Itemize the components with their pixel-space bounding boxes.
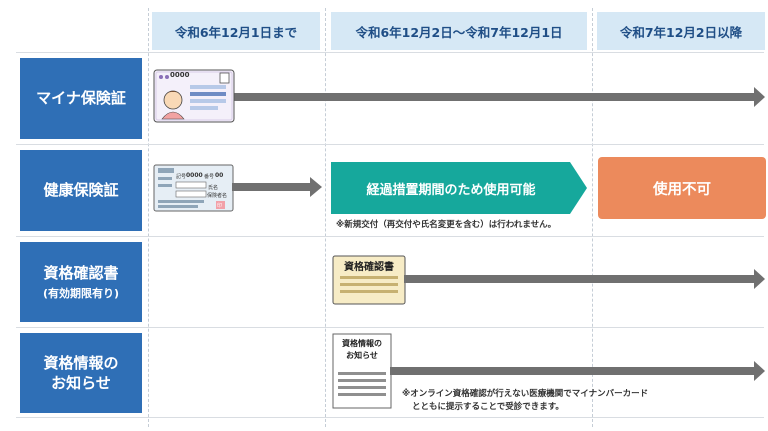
row-label-text: 健康保険証: [43, 181, 119, 200]
note-notice-line1: ※オンライン資格確認が行えない医療機関でマイナンバーカード: [402, 389, 649, 399]
arrow-eligibility-row: [404, 269, 765, 289]
column-divider: [325, 8, 326, 427]
note-no-reissue: ※新規交付（再交付や氏名変更を含む）は行われません。: [336, 220, 557, 230]
eligibility-notice-doc-icon: [332, 333, 392, 409]
mynumber-card-code: 0000: [170, 71, 190, 79]
arrow-myna-row: [232, 87, 765, 107]
row-label-health-insurance-card: 健康保険証: [20, 150, 142, 231]
row-label-text: マイナ保険証: [36, 89, 126, 108]
insurance-card-number-label: 番号: [204, 174, 215, 180]
column-divider: [148, 8, 149, 427]
row-divider: [16, 417, 764, 418]
row-label-myna-insurance-card: マイナ保険証: [20, 58, 142, 139]
row-label-subtext: (有効期限有り): [42, 287, 120, 301]
insurance-card-holder-label: 保険者名: [207, 193, 228, 199]
row-divider: [16, 144, 764, 145]
arrow-health-card-row-short: [232, 177, 322, 197]
insurance-card-stamp: 印: [217, 203, 223, 209]
transition-period-banner-text: 経過措置期間のため使用可能: [366, 182, 536, 198]
transition-period-arrow: [331, 162, 587, 214]
column-header-from-2025-12-02: 令和7年12月2日以降: [597, 12, 765, 50]
insurance-card-number-value: 00: [215, 172, 224, 179]
arrow-notice-row: [390, 361, 765, 381]
eligibility-notice-doc-title-line1: 資格情報の: [342, 339, 382, 348]
insurance-card-symbol-value: 0000: [186, 172, 203, 179]
column-divider: [592, 8, 593, 427]
unavailable-banner-text: 使用不可: [653, 181, 711, 198]
row-label-text: お知らせ: [51, 374, 111, 392]
eligibility-certificate-doc-icon: [332, 255, 406, 305]
column-header-transition-period: 令和6年12月2日〜令和7年12月1日: [331, 12, 587, 50]
column-header-until-2024-12-01: 令和6年12月1日まで: [152, 12, 320, 50]
mynumber-card-icon: [153, 69, 235, 123]
row-label-text: 資格情報の: [43, 353, 119, 372]
row-label-text: 資格確認書: [43, 263, 119, 282]
insurance-card-symbol-label: 記号: [176, 174, 187, 180]
row-divider: [16, 327, 764, 328]
row-label-eligibility-certificate: 資格確認書 (有効期限有り): [20, 242, 142, 322]
eligibility-notice-doc-title-line2: お知らせ: [346, 351, 378, 360]
row-divider: [16, 52, 764, 53]
note-notice-line2: とともに提示することで受診できます。: [412, 402, 564, 412]
health-insurance-card-icon: [153, 164, 234, 212]
unavailable-block: [598, 157, 766, 219]
row-divider: [16, 236, 764, 237]
row-label-eligibility-notice: 資格情報の お知らせ: [20, 333, 142, 413]
eligibility-certificate-doc-title: 資格確認書: [344, 262, 394, 273]
insurance-card-name-label: 氏名: [208, 185, 219, 191]
